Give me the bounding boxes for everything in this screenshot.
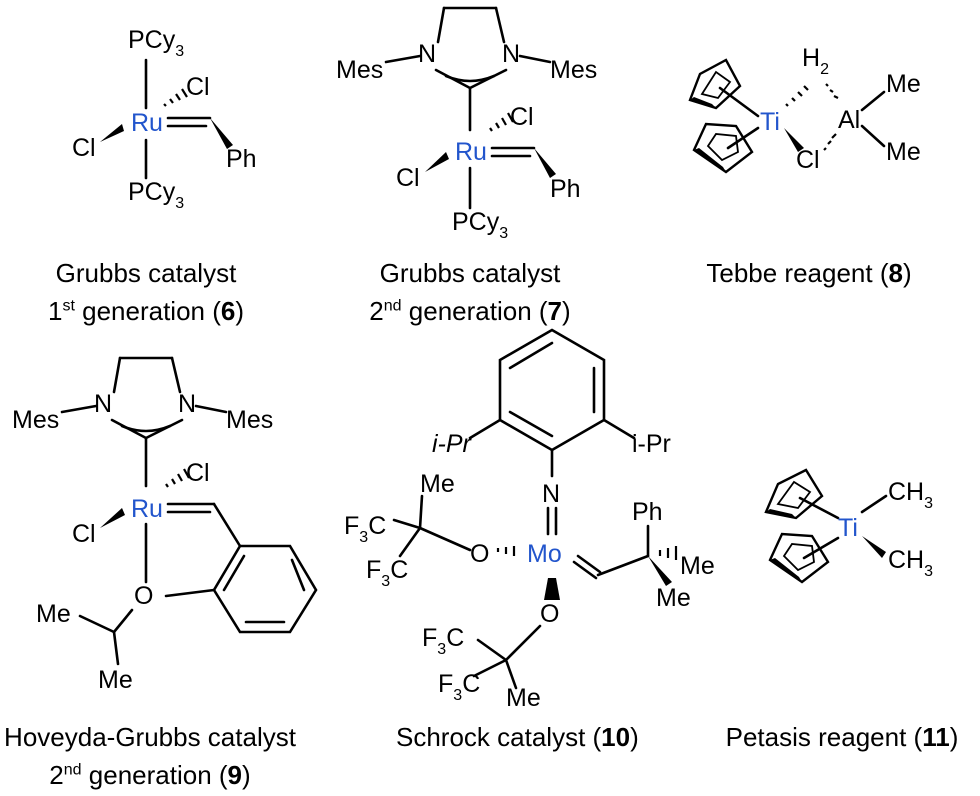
caption-line: 2nd generation (9) [49, 760, 251, 790]
caption-line: Grubbs catalyst [379, 258, 561, 288]
caption-tebbe: Tebbe reagent (8) [684, 254, 934, 292]
ph-label: Ph [550, 175, 581, 203]
al-label: Al [838, 106, 860, 134]
o-label: O [470, 540, 489, 568]
cl-label: Cl [510, 103, 534, 131]
caption-line: Schrock catalyst (10) [396, 722, 639, 752]
cl-label: Cl [72, 520, 96, 548]
ti-label: Ti [838, 514, 858, 542]
o-label: O [134, 582, 153, 610]
me-label: Me [98, 666, 133, 694]
me-label: Me [656, 584, 691, 612]
me-label: Me [36, 600, 71, 628]
mes-label: Mes [550, 56, 597, 84]
ch3-label: CH3 [888, 478, 933, 512]
cl-label: Cl [186, 73, 210, 101]
caption-line: Petasis reagent (11) [725, 722, 959, 752]
o-label: O [540, 600, 559, 628]
cl-label: Cl [72, 134, 96, 162]
pcy3-top-label: PCy3 [128, 26, 184, 60]
caption-line: Hoveyda-Grubbs catalyst [4, 722, 296, 752]
f3c-label: F3C [438, 670, 480, 704]
petasis-structure: Ti CH3 CH3 [764, 468, 933, 584]
ti-label: Ti [760, 108, 780, 136]
cl-label: Cl [796, 146, 820, 174]
hoveyda-grubbs-structure: N N Mes Mes Ru Cl Cl O Me Me [12, 356, 318, 694]
me-label: Me [886, 138, 921, 166]
pcy3-label: PCy3 [452, 208, 508, 242]
mo-label: Mo [527, 540, 562, 568]
mes-label: Mes [12, 406, 59, 434]
ipr-label: i-Pr [632, 430, 671, 458]
caption-schrock: Schrock catalyst (10) [396, 718, 639, 756]
f3c-label: F3C [422, 624, 464, 658]
caption-line: 1st generation (6) [47, 296, 245, 326]
me-label: Me [506, 684, 541, 712]
cl-label: Cl [396, 164, 420, 192]
ru-label: Ru [131, 109, 163, 137]
ipr-label: i-Pr [432, 430, 473, 458]
ch3-label: CH3 [888, 546, 933, 580]
mes-label: Mes [226, 406, 273, 434]
n-label: N [502, 40, 520, 68]
f3c-label: F3C [366, 556, 408, 590]
caption-petasis: Petasis reagent (11) [712, 718, 972, 756]
mes-label: Mes [336, 56, 383, 84]
caption-line: Tebbe reagent (8) [706, 258, 912, 288]
grubbs-1st-structure: PCy3 Cl Ru Cl Ph PCy3 [72, 26, 257, 212]
caption-line: 2nd generation (7) [369, 296, 571, 326]
caption-line: Grubbs catalyst [55, 258, 237, 288]
schrock-structure: i-Pr i-Pr N Mo O O Me F3C F3C F3C F3C Me… [344, 328, 715, 712]
grubbs-2nd-structure: N N Mes Mes Ru Cl Cl Ph PCy3 [336, 6, 597, 242]
me-label: Me [886, 70, 921, 98]
ph-label: Ph [226, 145, 257, 173]
h2-label: H2 [802, 44, 829, 78]
me-label: Me [680, 552, 715, 580]
tebbe-structure: H2 Ti Al Me Me Cl [688, 44, 921, 174]
cl-label: Cl [186, 459, 210, 487]
ph-label: Ph [632, 498, 663, 526]
n-label: N [418, 40, 436, 68]
caption-grubbs-2nd: Grubbs catalyst 2nd generation (7) [360, 254, 580, 330]
ru-label: Ru [455, 138, 487, 166]
n-label: N [542, 480, 560, 508]
pcy3-bottom-label: PCy3 [128, 178, 184, 212]
f3c-label: F3C [344, 512, 386, 546]
n-label: N [94, 390, 112, 418]
me-label: Me [420, 470, 455, 498]
caption-grubbs-1st: Grubbs catalyst 1st generation (6) [40, 254, 252, 330]
caption-hoveyda-grubbs: Hoveyda-Grubbs catalyst 2nd generation (… [0, 718, 300, 794]
ru-label: Ru [131, 495, 163, 523]
n-label: N [178, 390, 196, 418]
